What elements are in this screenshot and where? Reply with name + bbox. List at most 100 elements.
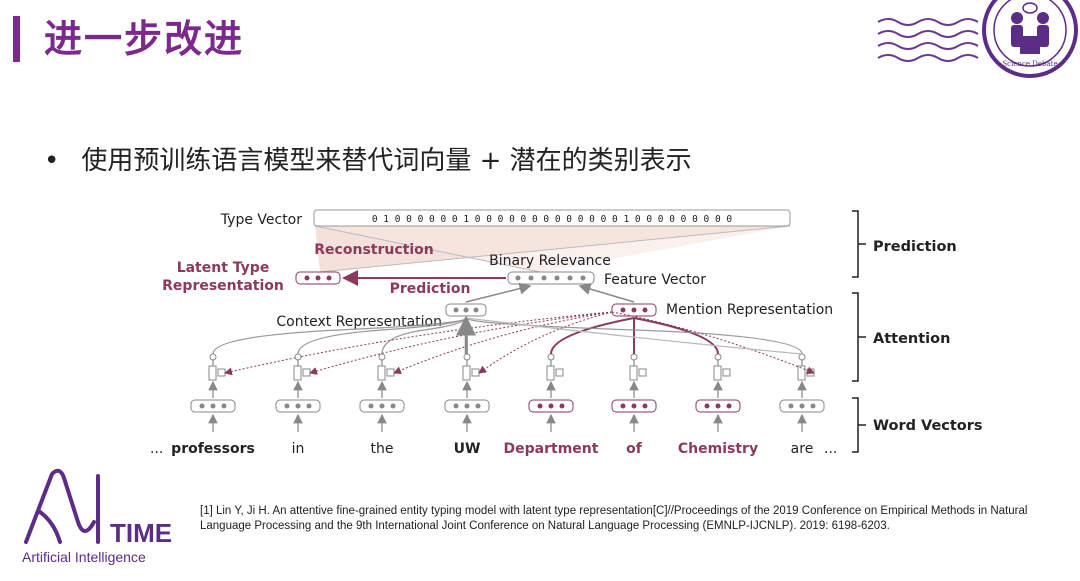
section-word-vectors: Word Vectors <box>873 418 983 434</box>
aitime-subtitle: Artificial Intelligence <box>22 549 146 565</box>
prediction-arrow-label: Prediction <box>390 281 471 297</box>
mention-attention-dotted <box>393 311 613 374</box>
context-attention-curve <box>465 317 803 355</box>
bullet-text: 使用预训练语言模型来替代词向量 + 潜在的类别表示 <box>81 146 692 176</box>
binary-relevance-label: Binary Relevance <box>489 253 611 269</box>
type-vector-box <box>313 209 791 227</box>
word-vector-dot <box>284 403 290 409</box>
word-token-2: the <box>371 441 394 457</box>
context-to-feature-arrow <box>465 282 532 303</box>
attention-cell-0 <box>208 365 217 381</box>
fan-edge <box>319 225 791 273</box>
mention-to-feature-arrow <box>578 283 635 303</box>
section-prediction: Prediction <box>873 239 957 255</box>
attention-cell-3 <box>462 365 471 381</box>
attention-gate-6 <box>722 368 731 377</box>
aitime-brand: TIME <box>110 518 172 548</box>
model-architecture-diagram: Type Vector 0 1 0 0 0 0 0 0 1 0 0 0 0 0 … <box>150 209 983 457</box>
word-vector-dot <box>704 403 710 409</box>
mention-representation-label: Mention Representation <box>666 302 833 318</box>
word-token-7: are <box>791 441 814 457</box>
fan-edge <box>314 225 541 273</box>
attention-gate-1 <box>302 368 311 377</box>
mention-attention-dotted <box>611 311 815 375</box>
word-vector-dot <box>306 403 312 409</box>
word-vector-dot <box>295 403 301 409</box>
cell-node <box>209 353 217 361</box>
ellipsis-right: ... <box>824 441 837 457</box>
ellipsis-left: ... <box>150 441 163 457</box>
word-token-3: UW <box>454 441 481 457</box>
word-vector-dot <box>620 403 626 409</box>
word-vector-dot <box>368 403 374 409</box>
word-vector-dot <box>788 403 794 409</box>
type-vector-bits: 0 1 0 0 0 0 0 0 1 0 0 0 0 0 0 0 0 0 0 0 … <box>372 214 733 225</box>
science-debate-logo: Science Debate <box>870 0 1080 100</box>
cell-node <box>714 353 722 361</box>
latent-type-label-2: Representation <box>162 278 284 294</box>
context-representation-vector <box>445 303 487 317</box>
word-token-6: Chemistry <box>678 441 758 457</box>
word-vector-dot <box>631 403 637 409</box>
word-vector-dot <box>210 403 216 409</box>
attention-cell-7 <box>797 365 806 381</box>
attention-gate-5 <box>638 368 647 377</box>
bullet-point: • 使用预训练语言模型来替代词向量 + 潜在的类别表示 <box>44 140 692 177</box>
cell-node <box>463 353 471 361</box>
section-brackets <box>852 210 866 453</box>
latent-type-vector <box>295 271 341 285</box>
feature-vector-label: Feature Vector <box>604 272 706 288</box>
reconstruction-label: Reconstruction <box>314 242 433 258</box>
feature-vector <box>507 271 595 285</box>
word-vector-dot <box>715 403 721 409</box>
cell-node <box>630 353 638 361</box>
word-vector-dot <box>537 403 543 409</box>
word-vector-dot <box>390 403 396 409</box>
attention-cell-1 <box>293 365 302 381</box>
context-curve-right <box>465 317 803 355</box>
attention-cell-2 <box>377 365 386 381</box>
latent-type-label-1: Latent Type <box>177 260 270 276</box>
word-vector-dot <box>453 403 459 409</box>
word-token-0: professors <box>171 441 255 457</box>
attention-cell-6 <box>713 365 722 381</box>
context-attention-curve <box>212 317 467 355</box>
word-vector-dot <box>642 403 648 409</box>
aitime-logo: TIME Artificial Intelligence <box>20 462 180 572</box>
mention-attention-dotted <box>478 311 613 374</box>
attention-gate-7 <box>806 368 815 377</box>
word-vector-dot <box>475 403 481 409</box>
page-title: 进一步改进 <box>44 17 245 61</box>
section-attention: Attention <box>873 331 950 347</box>
word-vector-dot <box>726 403 732 409</box>
context-representation-label: Context Representation <box>276 314 442 330</box>
mention-composition-curve <box>633 317 719 355</box>
word-vector-dot <box>799 403 805 409</box>
attention-gate-0 <box>217 368 226 377</box>
word-vector-dot <box>379 403 385 409</box>
title-accent-bar <box>13 16 20 62</box>
mention-composition-curve <box>550 317 635 355</box>
word-vector-dot <box>559 403 565 409</box>
reference-citation: [1] Lin Y, Ji H. An attentive fine-grain… <box>200 505 1028 532</box>
word-vector-dot <box>221 403 227 409</box>
word-token-1: in <box>292 441 305 457</box>
attention-gate-4 <box>555 368 564 377</box>
word-token-5: of <box>626 441 643 457</box>
attention-cell-4 <box>546 365 555 381</box>
cell-node <box>798 353 806 361</box>
type-vector-label: Type Vector <box>220 212 302 228</box>
attention-cell-5 <box>629 365 638 381</box>
attention-gate-3 <box>471 368 480 377</box>
badge-text: Science Debate <box>1002 60 1057 68</box>
cell-node <box>547 353 555 361</box>
cell-node <box>378 353 386 361</box>
word-vector-dot <box>548 403 554 409</box>
attention-gate-2 <box>386 368 395 377</box>
mention-attention-dotted <box>309 311 613 375</box>
mention-representation-vector <box>611 303 657 317</box>
word-vector-dot <box>810 403 816 409</box>
cell-node <box>294 353 302 361</box>
bullet-dot: • <box>44 146 60 176</box>
mention-attention-dotted <box>224 311 613 376</box>
